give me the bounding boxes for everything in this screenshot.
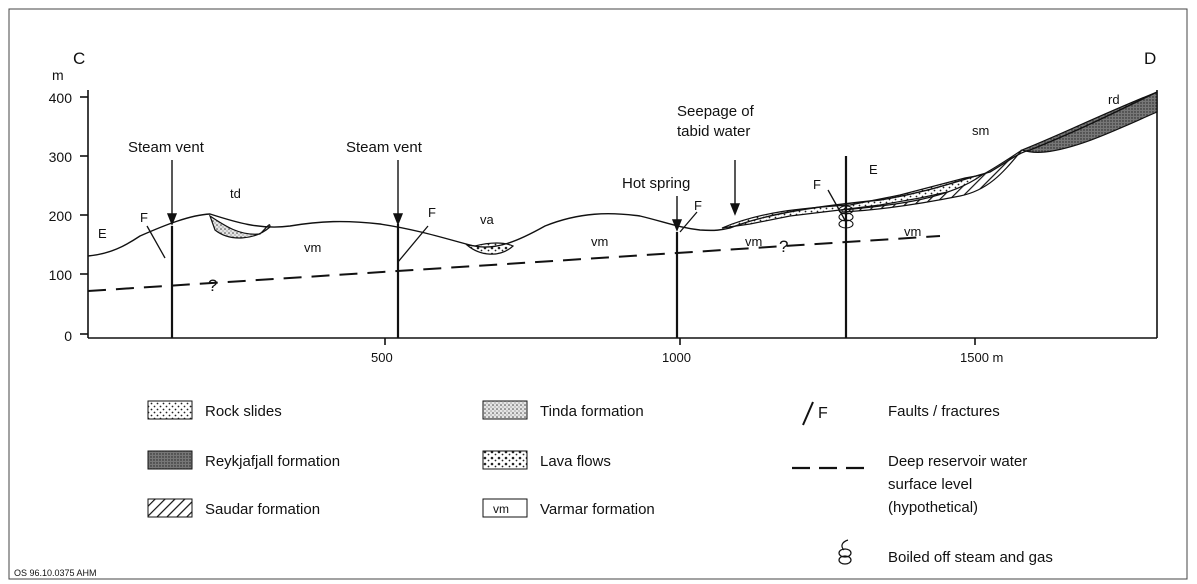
legend-label-boiled: Boiled off steam and gas xyxy=(888,549,1053,566)
unit-label-e-right: E xyxy=(869,162,878,177)
steam-coil-symbol xyxy=(838,205,854,229)
tinda-body xyxy=(208,214,271,239)
y-tick-400: 400 xyxy=(49,90,73,106)
reservoir-level-line xyxy=(87,235,941,292)
legend-fault-symbol-letter: F xyxy=(818,405,828,422)
unit-label-f-2: F xyxy=(428,205,436,220)
unit-label-vm-1: vm xyxy=(304,240,321,255)
legend-label-varmar: Varmar formation xyxy=(540,501,655,518)
unit-label-vm-3: vm xyxy=(745,234,762,249)
legend-swatch-varmar-text: vm xyxy=(493,502,509,516)
steam-vent-label-2: Steam vent xyxy=(346,139,423,156)
legend-label-reservoir-3: (hypothetical) xyxy=(888,499,978,516)
reykjafjall-body xyxy=(1020,91,1158,153)
unit-label-va: va xyxy=(480,212,495,227)
y-tick-100: 100 xyxy=(49,267,73,283)
y-axis-tick-labels: 0 100 200 300 400 xyxy=(49,90,73,344)
x-tick-500: 500 xyxy=(371,350,393,365)
legend-label-reservoir-2: surface level xyxy=(888,476,972,493)
vertical-lines xyxy=(170,156,848,338)
legend-label-reykjafjall: Reykjafjall formation xyxy=(205,453,340,470)
legend-steam-coil-icon xyxy=(838,539,852,565)
legend-swatch-tinda xyxy=(482,400,528,420)
figure-frame xyxy=(8,8,1188,580)
legend-swatch-varmar xyxy=(482,498,528,518)
unit-label-f-1: F xyxy=(140,210,148,225)
geologic-units xyxy=(208,91,1158,255)
section-end-c: C xyxy=(73,49,85,68)
section-end-d: D xyxy=(1144,49,1156,68)
legend-label-rock-slides: Rock slides xyxy=(205,403,282,420)
legend: Rock slides Reykjafjall formation Saudar… xyxy=(147,400,1053,566)
legend-label-faults: Faults / fractures xyxy=(888,403,1000,420)
unit-label-e-left: E xyxy=(98,226,107,241)
legend-swatch-rock-slides xyxy=(147,400,193,420)
question-mark-1: ? xyxy=(208,276,217,295)
legend-label-lava: Lava flows xyxy=(540,453,611,470)
figure-code: OS 96.10.0375 AHM xyxy=(14,568,97,578)
fault-lines xyxy=(146,189,847,263)
lava-flows-body xyxy=(465,242,515,255)
y-tick-200: 200 xyxy=(49,208,73,224)
hot-spring-label: Hot spring xyxy=(622,175,690,192)
y-tick-0: 0 xyxy=(64,328,72,344)
axes xyxy=(80,90,1158,345)
legend-swatch-lava xyxy=(482,450,528,470)
question-mark-2: ? xyxy=(779,237,788,256)
unit-label-f-4: F xyxy=(813,177,821,192)
legend-label-tinda: Tinda formation xyxy=(540,403,644,420)
unit-labels: E F td vm F va vm F vm F E vm sm rd xyxy=(98,92,1120,255)
rock-slides-body xyxy=(721,174,984,229)
legend-swatch-reykjafjall xyxy=(147,450,193,470)
seepage-label-line2: tabid water xyxy=(677,123,750,140)
unit-label-sm: sm xyxy=(972,123,989,138)
legend-swatch-saudar xyxy=(147,498,193,518)
x-tick-1000: 1000 xyxy=(662,350,691,365)
unit-label-rd: rd xyxy=(1108,92,1120,107)
y-axis-unit: m xyxy=(52,67,64,83)
seepage-label-line1: Seepage of xyxy=(677,103,755,120)
legend-label-saudar: Saudar formation xyxy=(205,501,320,518)
section-annotations: Steam vent Steam vent Hot spring Seepage… xyxy=(128,103,788,295)
steam-vent-label-1: Steam vent xyxy=(128,139,205,156)
legend-fault-symbol xyxy=(802,401,814,426)
y-tick-300: 300 xyxy=(49,149,73,165)
unit-label-td: td xyxy=(230,186,241,201)
x-axis-tick-labels: 500 1000 1500 m xyxy=(371,350,1003,365)
unit-label-f-3: F xyxy=(694,198,702,213)
arrows xyxy=(166,160,741,232)
unit-label-vm-4: vm xyxy=(904,224,921,239)
unit-label-vm-2: vm xyxy=(591,234,608,249)
legend-label-reservoir-1: Deep reservoir water xyxy=(888,453,1027,470)
surface-profile xyxy=(87,91,1158,257)
x-tick-1500: 1500 m xyxy=(960,350,1003,365)
